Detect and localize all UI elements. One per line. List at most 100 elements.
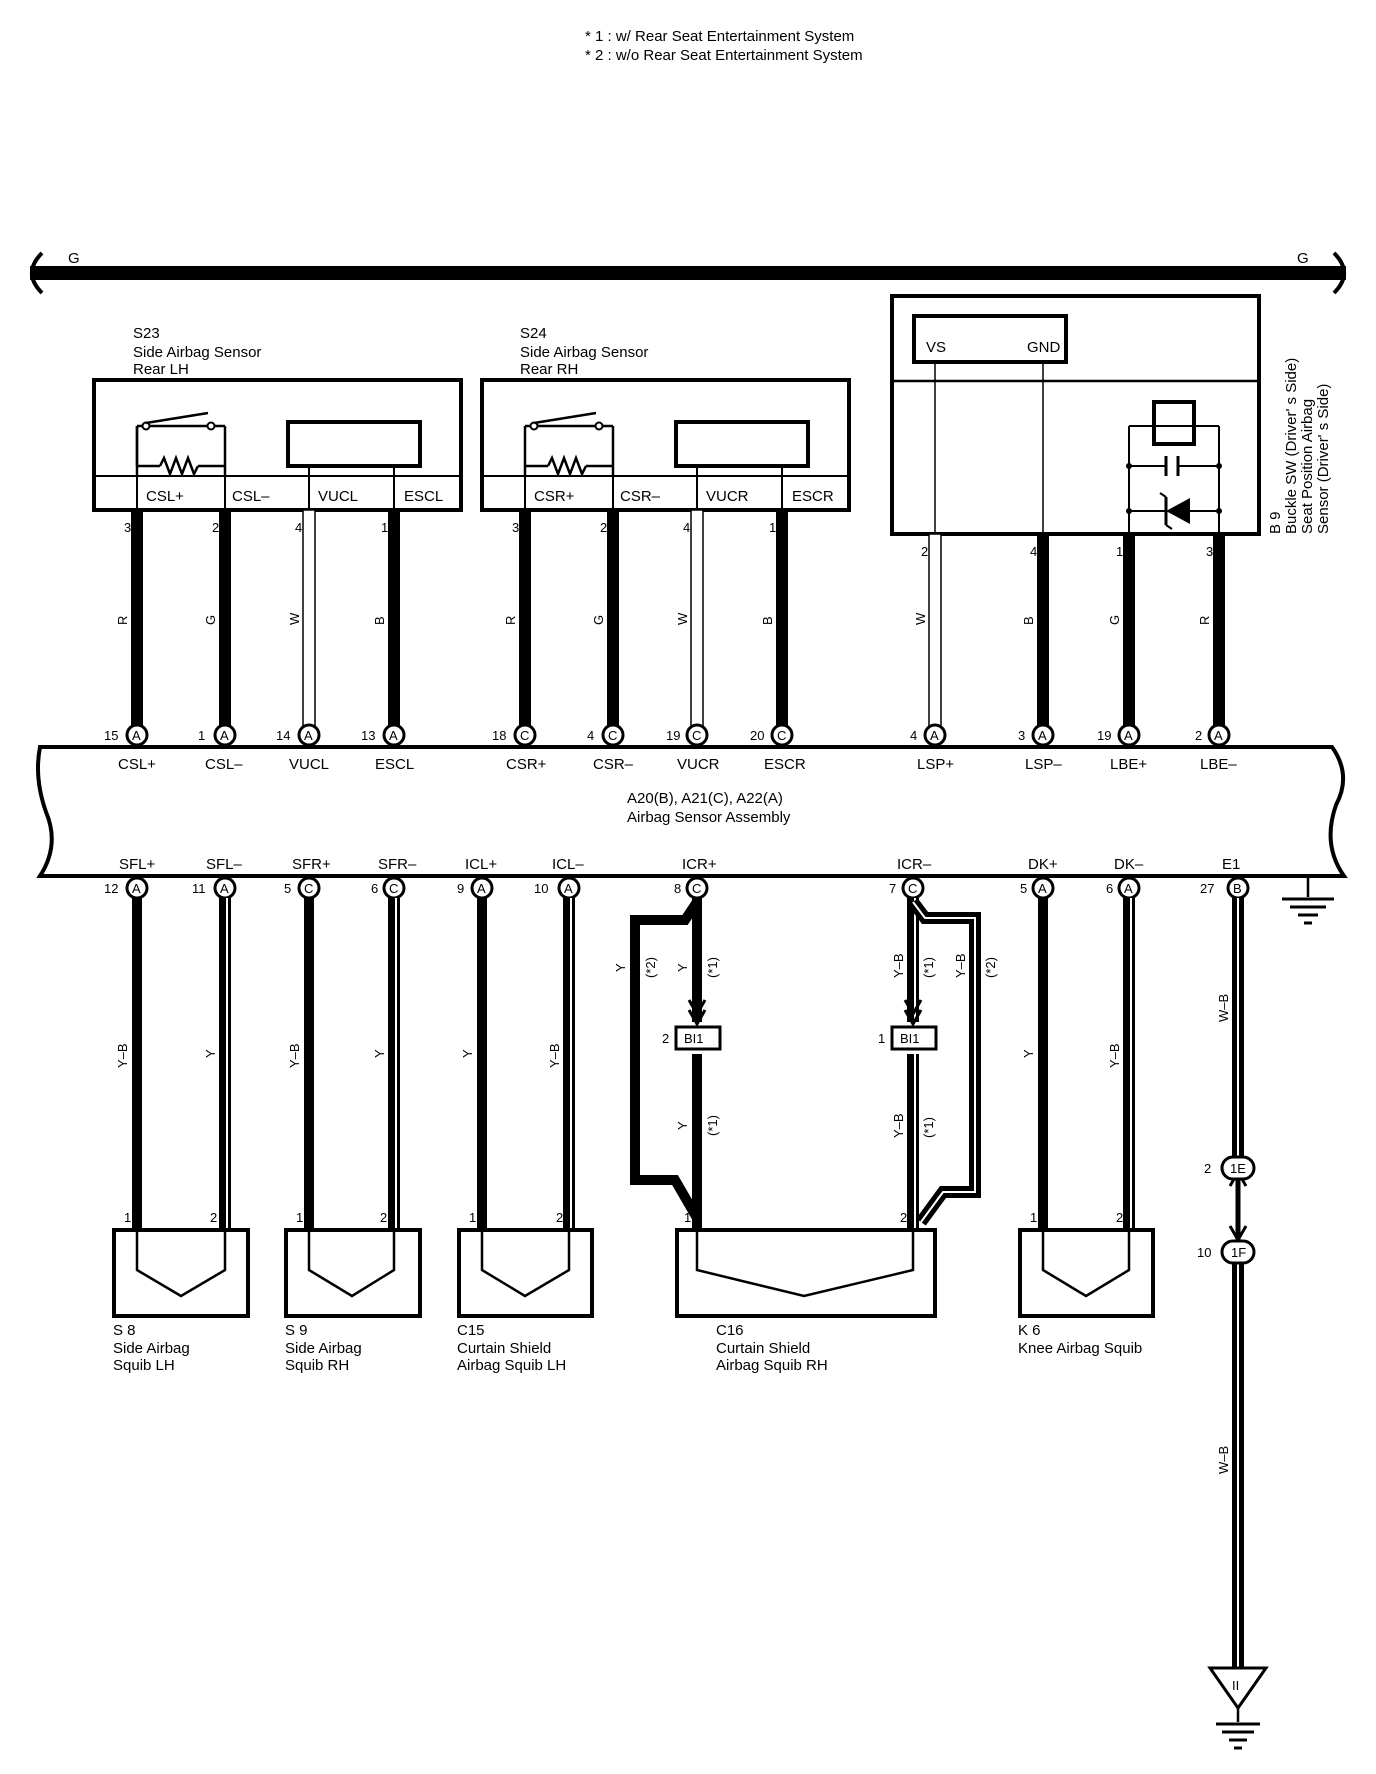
s23-pin-3: 4 xyxy=(295,520,302,535)
top-terminal-label: VUCL xyxy=(289,756,329,773)
bottom-terminal: DK– 6 A xyxy=(1106,856,1144,900)
bottom-terminal-conn: A xyxy=(477,881,486,896)
bottom-terminal: ICR+ 8 C xyxy=(674,856,717,900)
top-terminal-pin: 13 xyxy=(361,728,375,743)
squib-name1: Side Airbag xyxy=(285,1340,362,1357)
bi1-pin: 1 xyxy=(878,1031,885,1046)
wire-label: Y–B xyxy=(891,1113,906,1138)
connector-bi1-left: BI1 2 xyxy=(662,1025,722,1051)
bottom-terminal-pin: 5 xyxy=(284,881,291,896)
bottom-terminal: ICL+ 9 A xyxy=(457,856,497,900)
s23-name1: Side Airbag Sensor xyxy=(133,344,261,361)
top-terminal: 18 C CSR+ xyxy=(492,723,547,773)
note-2: * 2 : w/o Rear Seat Entertainment System xyxy=(585,47,863,64)
junction-label: 1E xyxy=(1230,1161,1246,1176)
b9-code: B 9 xyxy=(1267,511,1284,534)
bottom-terminal-pin: 27 xyxy=(1200,881,1214,896)
bottom-terminal-label: ICR+ xyxy=(682,856,717,873)
squib-pin: 2 xyxy=(900,1210,907,1225)
b9-name3: Sensor (Driver' s Side) xyxy=(1315,384,1332,534)
wire-label: Y–B xyxy=(1107,1043,1122,1068)
squib-pin: 1 xyxy=(296,1210,303,1225)
bi1-pin: 2 xyxy=(662,1031,669,1046)
s24-color-2: G xyxy=(591,615,606,625)
junction-1f: 1F 10 xyxy=(1197,1239,1256,1265)
bottom-terminal-conn: B xyxy=(1233,881,1242,896)
s24-pin-1: 3 xyxy=(512,520,519,535)
squib-name2: Squib LH xyxy=(113,1357,175,1374)
top-terminal-pin: 4 xyxy=(587,728,594,743)
top-terminal: 3 A LSP– xyxy=(1018,723,1062,773)
top-terminal: 1 A CSL– xyxy=(198,723,243,773)
top-terminal-conn: A xyxy=(930,728,939,743)
s23-code: S23 xyxy=(133,325,160,342)
wire-label: Y–B xyxy=(547,1043,562,1068)
bottom-terminal-pin: 11 xyxy=(192,881,206,896)
chassis-ground-icon xyxy=(1282,876,1334,925)
top-terminal-pin: 19 xyxy=(1097,728,1111,743)
squib-name2: Airbag Squib RH xyxy=(716,1357,828,1374)
wire-note: (*1) xyxy=(921,957,936,978)
b9-pin-4: 3 xyxy=(1206,544,1213,559)
top-terminal: 20 C ESCR xyxy=(750,723,806,773)
top-terminal-conn: C xyxy=(608,728,617,743)
s23-color-3: W xyxy=(287,612,302,625)
top-terminal-pin: 15 xyxy=(104,728,118,743)
s23-term-1: CSL+ xyxy=(146,488,184,505)
squib-name1: Knee Airbag Squib xyxy=(1018,1340,1142,1357)
top-terminal-label: VUCR xyxy=(677,756,720,773)
airbag-sensor-assembly: A20(B), A21(C), A22(A) Airbag Sensor Ass… xyxy=(36,745,1348,878)
bottom-terminal-conn: C xyxy=(389,881,398,896)
b9-color-3: G xyxy=(1107,615,1122,625)
top-terminal-conn: A xyxy=(389,728,398,743)
s24-term-2: CSR– xyxy=(620,488,661,505)
ground-bus: G G xyxy=(30,250,1346,295)
junction-pin: 10 xyxy=(1197,1245,1211,1260)
bottom-terminal-pin: 5 xyxy=(1020,881,1027,896)
s24-term-1: CSR+ xyxy=(534,488,575,505)
lower-wires xyxy=(132,898,1248,1668)
bottom-terminal-label: E1 xyxy=(1222,856,1240,873)
squib-pin: 1 xyxy=(684,1210,691,1225)
top-terminal-pin: 14 xyxy=(276,728,290,743)
wire-label: Y xyxy=(675,963,690,972)
wire-label: Y xyxy=(203,1049,218,1058)
squib-name1: Side Airbag xyxy=(113,1340,190,1357)
bus-label-left: G xyxy=(68,250,80,267)
s24-term-4: ESCR xyxy=(792,488,834,505)
top-terminal-conn: C xyxy=(692,728,701,743)
top-terminal: 19 A LBE+ xyxy=(1097,723,1147,773)
sensor-s24: S24 Side Airbag Sensor Rear RH CSR+ CSR–… xyxy=(480,325,851,512)
squib-pin: 2 xyxy=(380,1210,387,1225)
sensor-b9: VS GND B 9 Buckle SW (Driver' s Side) Se… xyxy=(890,294,1332,536)
b9-pin-1: 2 xyxy=(921,544,928,559)
top-terminal-label: LSP– xyxy=(1025,756,1062,773)
s24-pin-4: 1 xyxy=(769,520,776,535)
b9-color-4: R xyxy=(1197,616,1212,625)
s23-color-4: B xyxy=(372,616,387,625)
top-terminal-label: LBE– xyxy=(1200,756,1237,773)
top-terminal-conn: A xyxy=(132,728,141,743)
bottom-terminal: DK+ 5 A xyxy=(1020,856,1058,900)
ground-point-icon: II xyxy=(1207,1666,1269,1750)
top-terminal-conn: A xyxy=(1124,728,1133,743)
top-terminal-conn: A xyxy=(1038,728,1047,743)
s23-color-1: R xyxy=(115,616,130,625)
bottom-terminal-pin: 8 xyxy=(674,881,681,896)
top-terminal-conn: C xyxy=(777,728,786,743)
s24-pin-3: 4 xyxy=(683,520,690,535)
s24-code: S24 xyxy=(520,325,547,342)
bottom-terminal-label: SFR+ xyxy=(292,856,331,873)
bottom-terminal-pin: 9 xyxy=(457,881,464,896)
top-terminal-pin: 2 xyxy=(1195,728,1202,743)
top-terminal-label: CSL– xyxy=(205,756,243,773)
bottom-terminal-label: SFL– xyxy=(206,856,243,873)
wire-label: Y xyxy=(613,963,628,972)
s24-pin-2: 2 xyxy=(600,520,607,535)
b9-color-2: B xyxy=(1021,616,1036,625)
wire-label: Y–B xyxy=(953,953,968,978)
assembly-line1: A20(B), A21(C), A22(A) xyxy=(627,790,783,807)
top-terminal: 4 A LSP+ xyxy=(910,723,954,773)
s23-term-2: CSL– xyxy=(232,488,270,505)
top-terminal-pin: 1 xyxy=(198,728,205,743)
